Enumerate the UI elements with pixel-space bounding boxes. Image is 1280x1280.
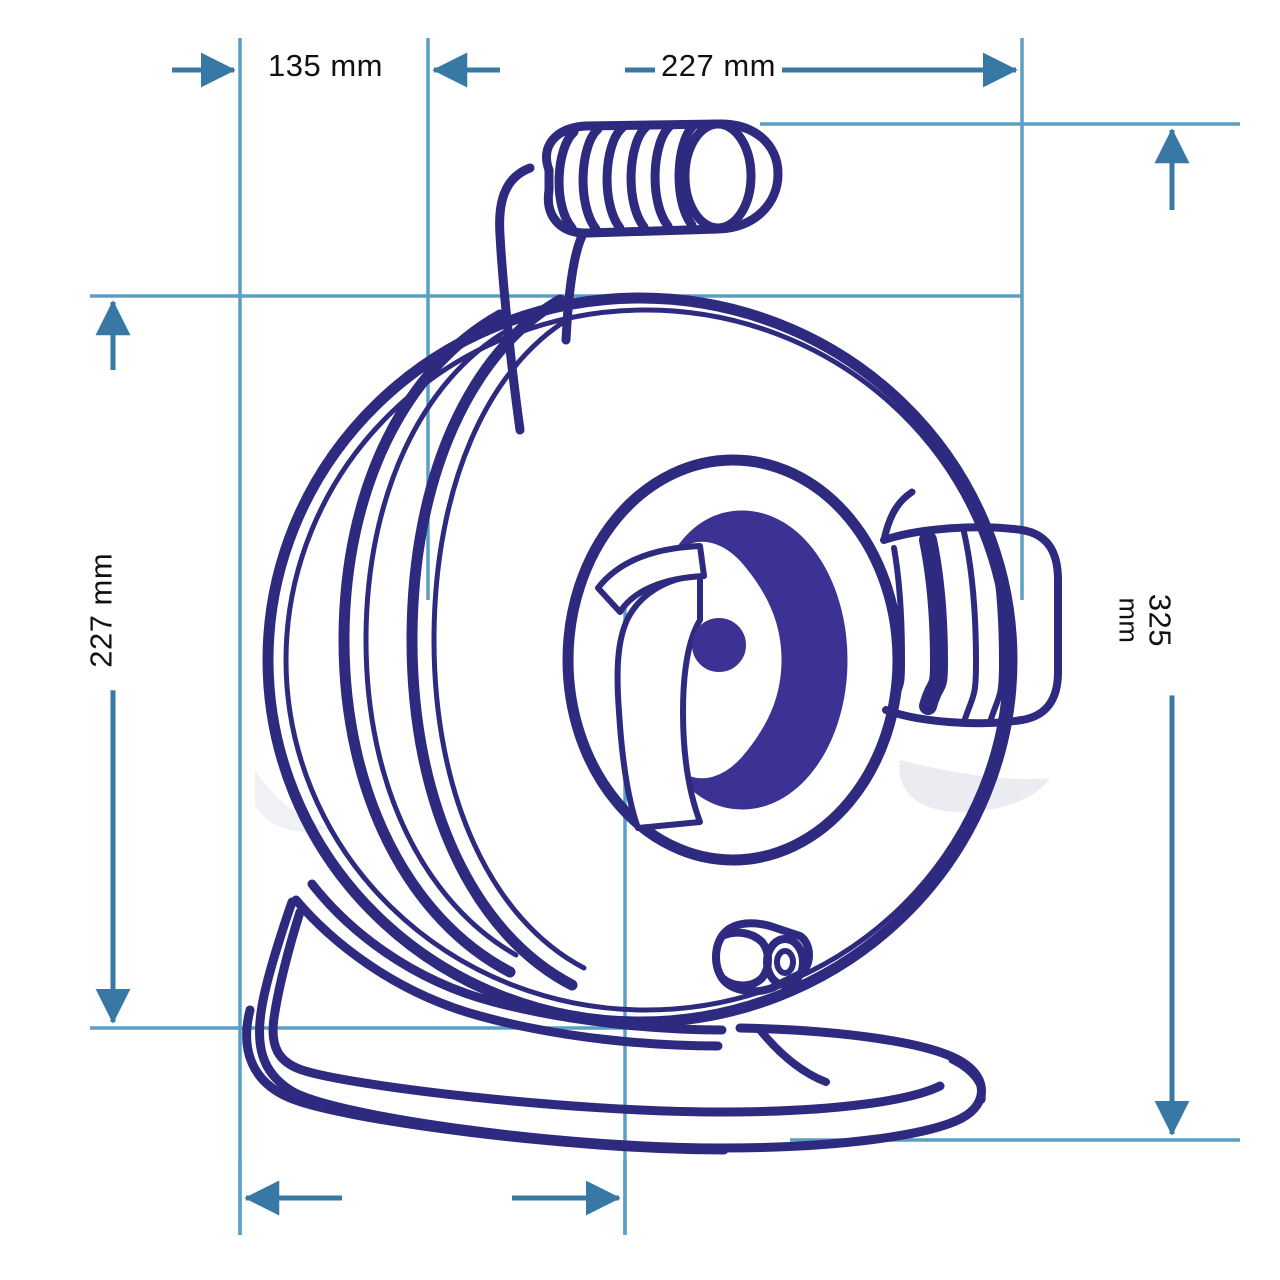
handle-grip [542,119,783,238]
base-stand [242,879,986,1155]
handle-arm [495,163,587,435]
center-hub [562,454,904,866]
dimension-label-227mm-vertical: 227 mm [81,530,123,691]
socket-housing [880,488,1062,728]
dimension-label-325mm: 325 mm [1110,545,1180,696]
reel-inner-flange [338,294,587,991]
dimension-label-325mm-value: 325 [1142,593,1178,648]
dimension-label-325mm-unit: mm [1113,597,1144,644]
cable-reel-product [242,119,1062,1155]
hub-axle-dot [692,618,746,672]
dimension-label-135mm: 135 mm [262,49,389,83]
cable-outlet [712,919,813,996]
product-shadow [255,760,1050,832]
dimension-label-227mm-horizontal: 227 mm [655,49,782,83]
